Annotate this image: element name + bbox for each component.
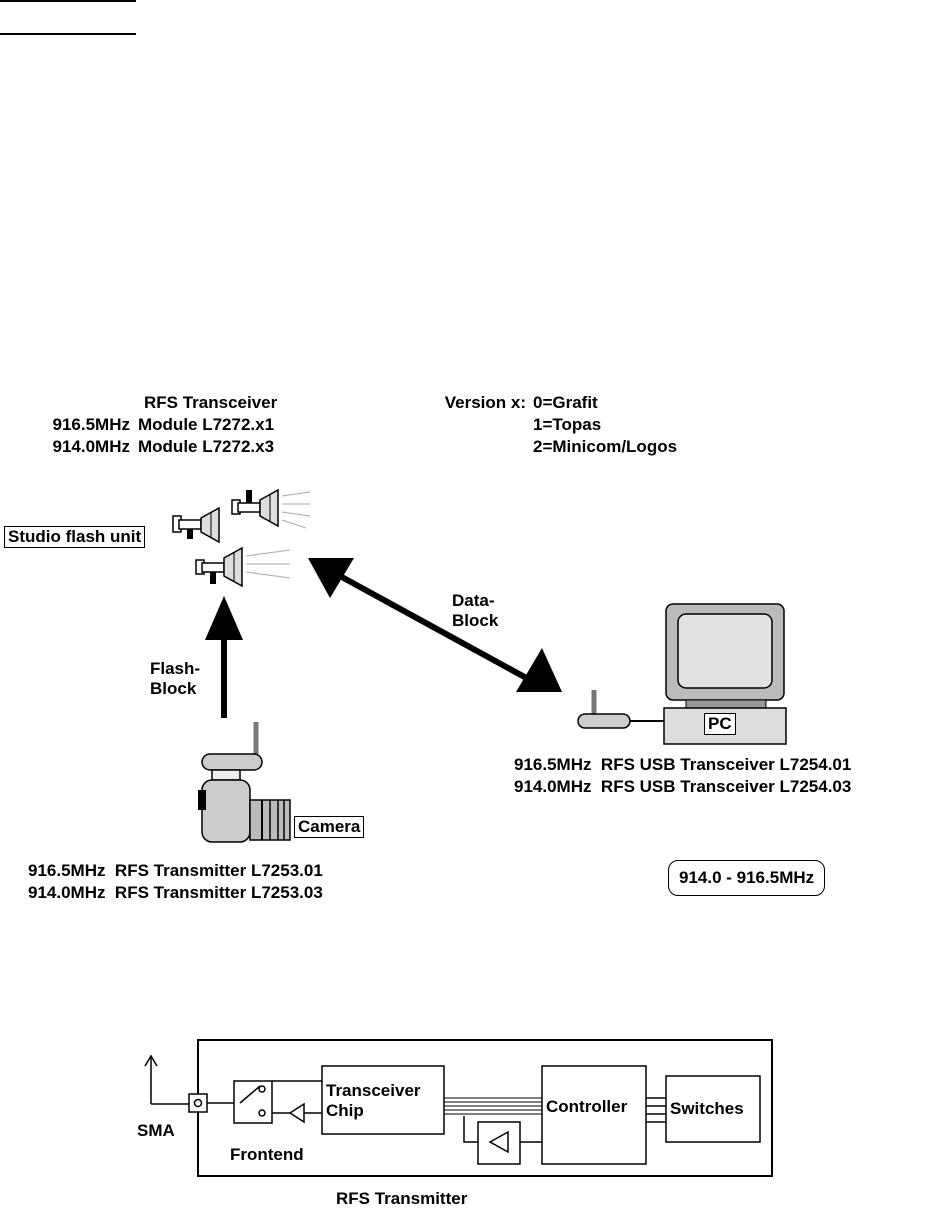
block-diagram-caption: RFS Transmitter: [336, 1189, 468, 1208]
usb-transceiver-icon: [577, 690, 664, 729]
data-block-label-1: Data-: [452, 591, 495, 610]
light-rays: [245, 491, 311, 579]
transmitter-line-1: 916.5MHz RFS Transmitter L7253.01: [28, 861, 323, 880]
frontend-label: Frontend: [230, 1145, 304, 1164]
amplifier-icon: [463, 1116, 542, 1165]
version-2: 2=Minicom/Logos: [533, 437, 678, 456]
version-0: 0=Grafit: [533, 393, 598, 412]
flash-block-arrow: [205, 596, 243, 718]
version-1: 1=Topas: [533, 415, 602, 434]
data-bus: [444, 1097, 542, 1115]
sma-connector-icon: [188, 1093, 208, 1113]
switch-lines: [646, 1097, 666, 1123]
switches-block: [665, 1075, 761, 1143]
flash-head-icon: [231, 488, 279, 528]
system-graphic: [172, 488, 787, 843]
flash-block-label-1: Flash-: [150, 659, 201, 678]
flash-head-icon: [172, 506, 220, 544]
transceiver-title: RFS Transceiver: [144, 393, 278, 412]
studio-flash-label: Studio flash unit: [4, 526, 146, 548]
data-block-label-2: Block: [452, 611, 499, 630]
transceiver-freq-2: 914.0MHz: [52, 437, 130, 456]
transceiver-module-2: Module L7272.x3: [138, 437, 275, 456]
data-block-arrow: [308, 558, 562, 692]
header-rule-bottom: [0, 33, 136, 35]
flash-head-icon: [195, 546, 243, 588]
flash-block-label-2: Block: [150, 679, 197, 698]
header-rule-top: [0, 0, 136, 2]
transceiver-module-1: Module L7272.x1: [138, 415, 275, 434]
frontend-switch: [207, 1080, 322, 1124]
usb-transceiver-line-1: 916.5MHz RFS USB Transceiver L7254.01: [514, 755, 852, 774]
frequency-range-badge: 914.0 - 916.5MHz: [668, 860, 826, 896]
pc-label: PC: [704, 713, 736, 735]
antenna-icon: [144, 1054, 189, 1105]
camera-icon: [198, 722, 291, 843]
pc-icon: [663, 603, 787, 745]
transceiver-chip-block: [321, 1065, 445, 1135]
transmitter-line-2: 914.0MHz RFS Transmitter L7253.03: [28, 883, 323, 902]
controller-label: Controller: [546, 1097, 628, 1116]
camera-label: Camera: [294, 816, 365, 838]
sma-label: SMA: [137, 1121, 175, 1140]
transceiver-chip-label-2: Chip: [326, 1101, 364, 1120]
switches-label: Switches: [670, 1099, 744, 1118]
transceiver-freq-1: 916.5MHz: [52, 415, 130, 434]
usb-transceiver-line-2: 914.0MHz RFS USB Transceiver L7254.03: [514, 777, 852, 796]
controller-block: [541, 1065, 647, 1165]
transceiver-chip-label-1: Transceiver: [326, 1081, 421, 1100]
version-label: Version x:: [444, 393, 526, 412]
